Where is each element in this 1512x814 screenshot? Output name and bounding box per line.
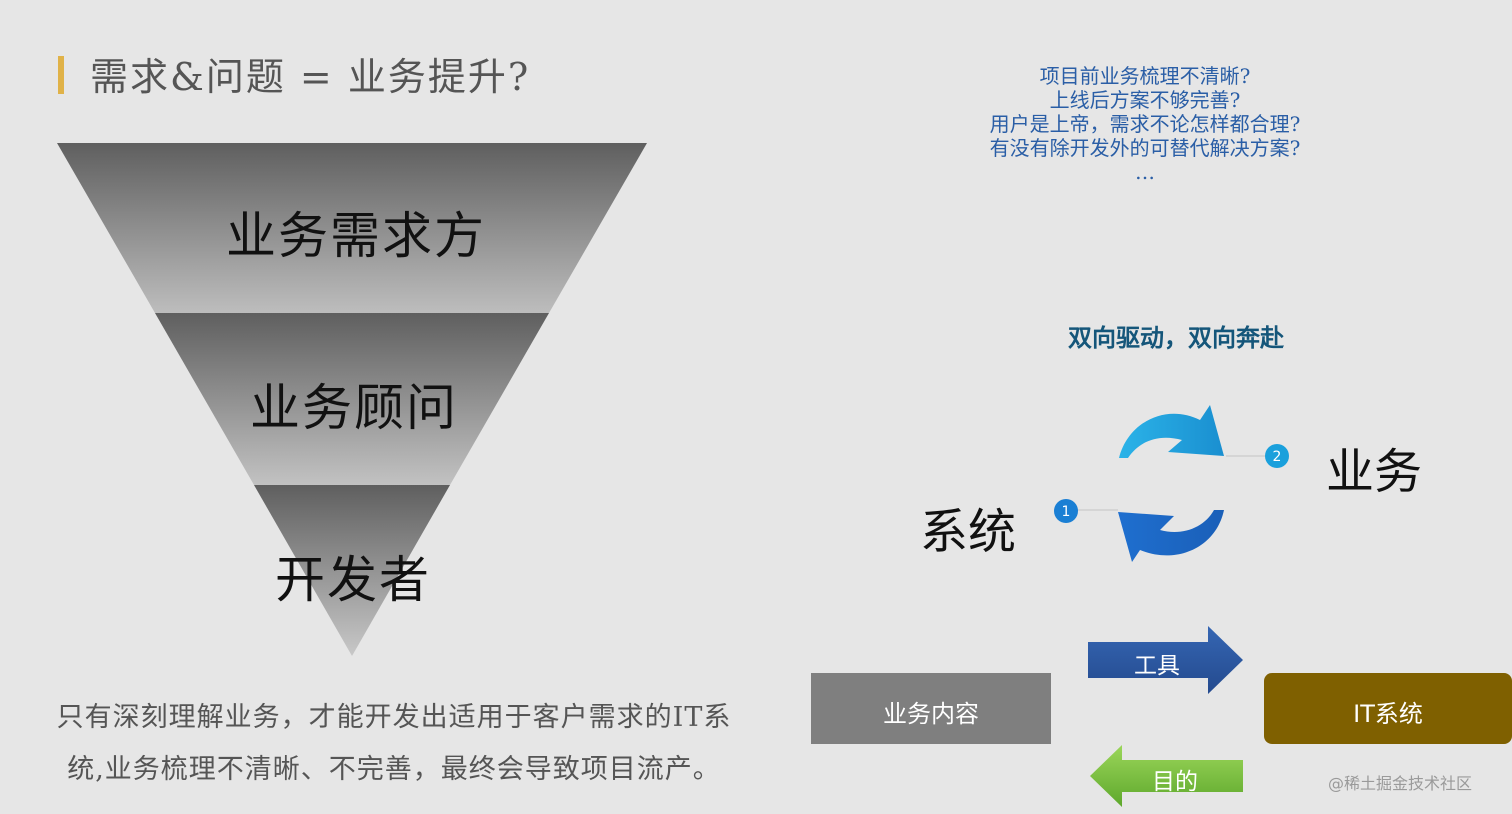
question-item: 上线后方案不够完善? xyxy=(1049,88,1241,112)
funnel-diagram xyxy=(57,143,647,656)
question-item: 用户是上帝，需求不论怎样都合理? xyxy=(989,112,1301,136)
cycle-label-business: 业务 xyxy=(1326,444,1423,500)
badge-1-label: 1 xyxy=(1062,504,1071,520)
funnel-label-demand-side: 业务需求方 xyxy=(226,207,486,265)
cycle-arrow-bottom-icon xyxy=(1118,510,1224,562)
title-accent-bar xyxy=(58,56,64,94)
business-content-label: 业务内容 xyxy=(883,700,979,728)
summary-line-1: 只有深刻理解业务，才能开发出适用于客户需求的IT系 xyxy=(56,702,732,733)
question-item: 有没有除开发外的可替代解决方案? xyxy=(989,136,1301,160)
question-item: 项目前业务梳理不清晰? xyxy=(1039,64,1251,88)
cycle-label-system: 系统 xyxy=(920,504,1017,560)
funnel-layer-top xyxy=(57,143,647,313)
badge-2-icon xyxy=(1265,444,1289,468)
slogan: 双向驱动，双向奔赴 xyxy=(1068,324,1284,352)
page-title: 需求&问题 = 业务提升? xyxy=(90,55,531,99)
business-content-box xyxy=(811,673,1051,744)
funnel-label-developer: 开发者 xyxy=(275,551,431,609)
tool-arrow-icon xyxy=(1088,626,1243,694)
question-item-ellipsis: … xyxy=(1135,160,1155,184)
funnel-label-consultant: 业务顾问 xyxy=(250,379,458,437)
goal-arrow-icon xyxy=(1090,745,1243,807)
funnel-layer-middle xyxy=(155,313,549,485)
tool-arrow-label: 工具 xyxy=(1134,653,1180,679)
badge-2-label: 2 xyxy=(1273,449,1282,465)
summary-line-2: 统,业务梳理不清晰、不完善，最终会导致项目流产。 xyxy=(67,754,721,785)
it-system-label: IT系统 xyxy=(1353,700,1423,728)
watermark: @稀土掘金技术社区 xyxy=(1328,774,1473,793)
summary-text: 只有深刻理解业务，才能开发出适用于客户需求的IT系 统,业务梳理不清晰、不完善，… xyxy=(34,692,754,796)
goal-arrow-label: 目的 xyxy=(1152,769,1198,795)
funnel-layer-bottom xyxy=(254,485,450,656)
cycle-arrow-top-icon xyxy=(1119,405,1224,458)
badge-1-icon xyxy=(1054,499,1078,523)
it-system-box xyxy=(1264,673,1512,744)
question-list: 项目前业务梳理不清晰? 上线后方案不够完善? 用户是上帝，需求不论怎样都合理? … xyxy=(930,64,1360,184)
